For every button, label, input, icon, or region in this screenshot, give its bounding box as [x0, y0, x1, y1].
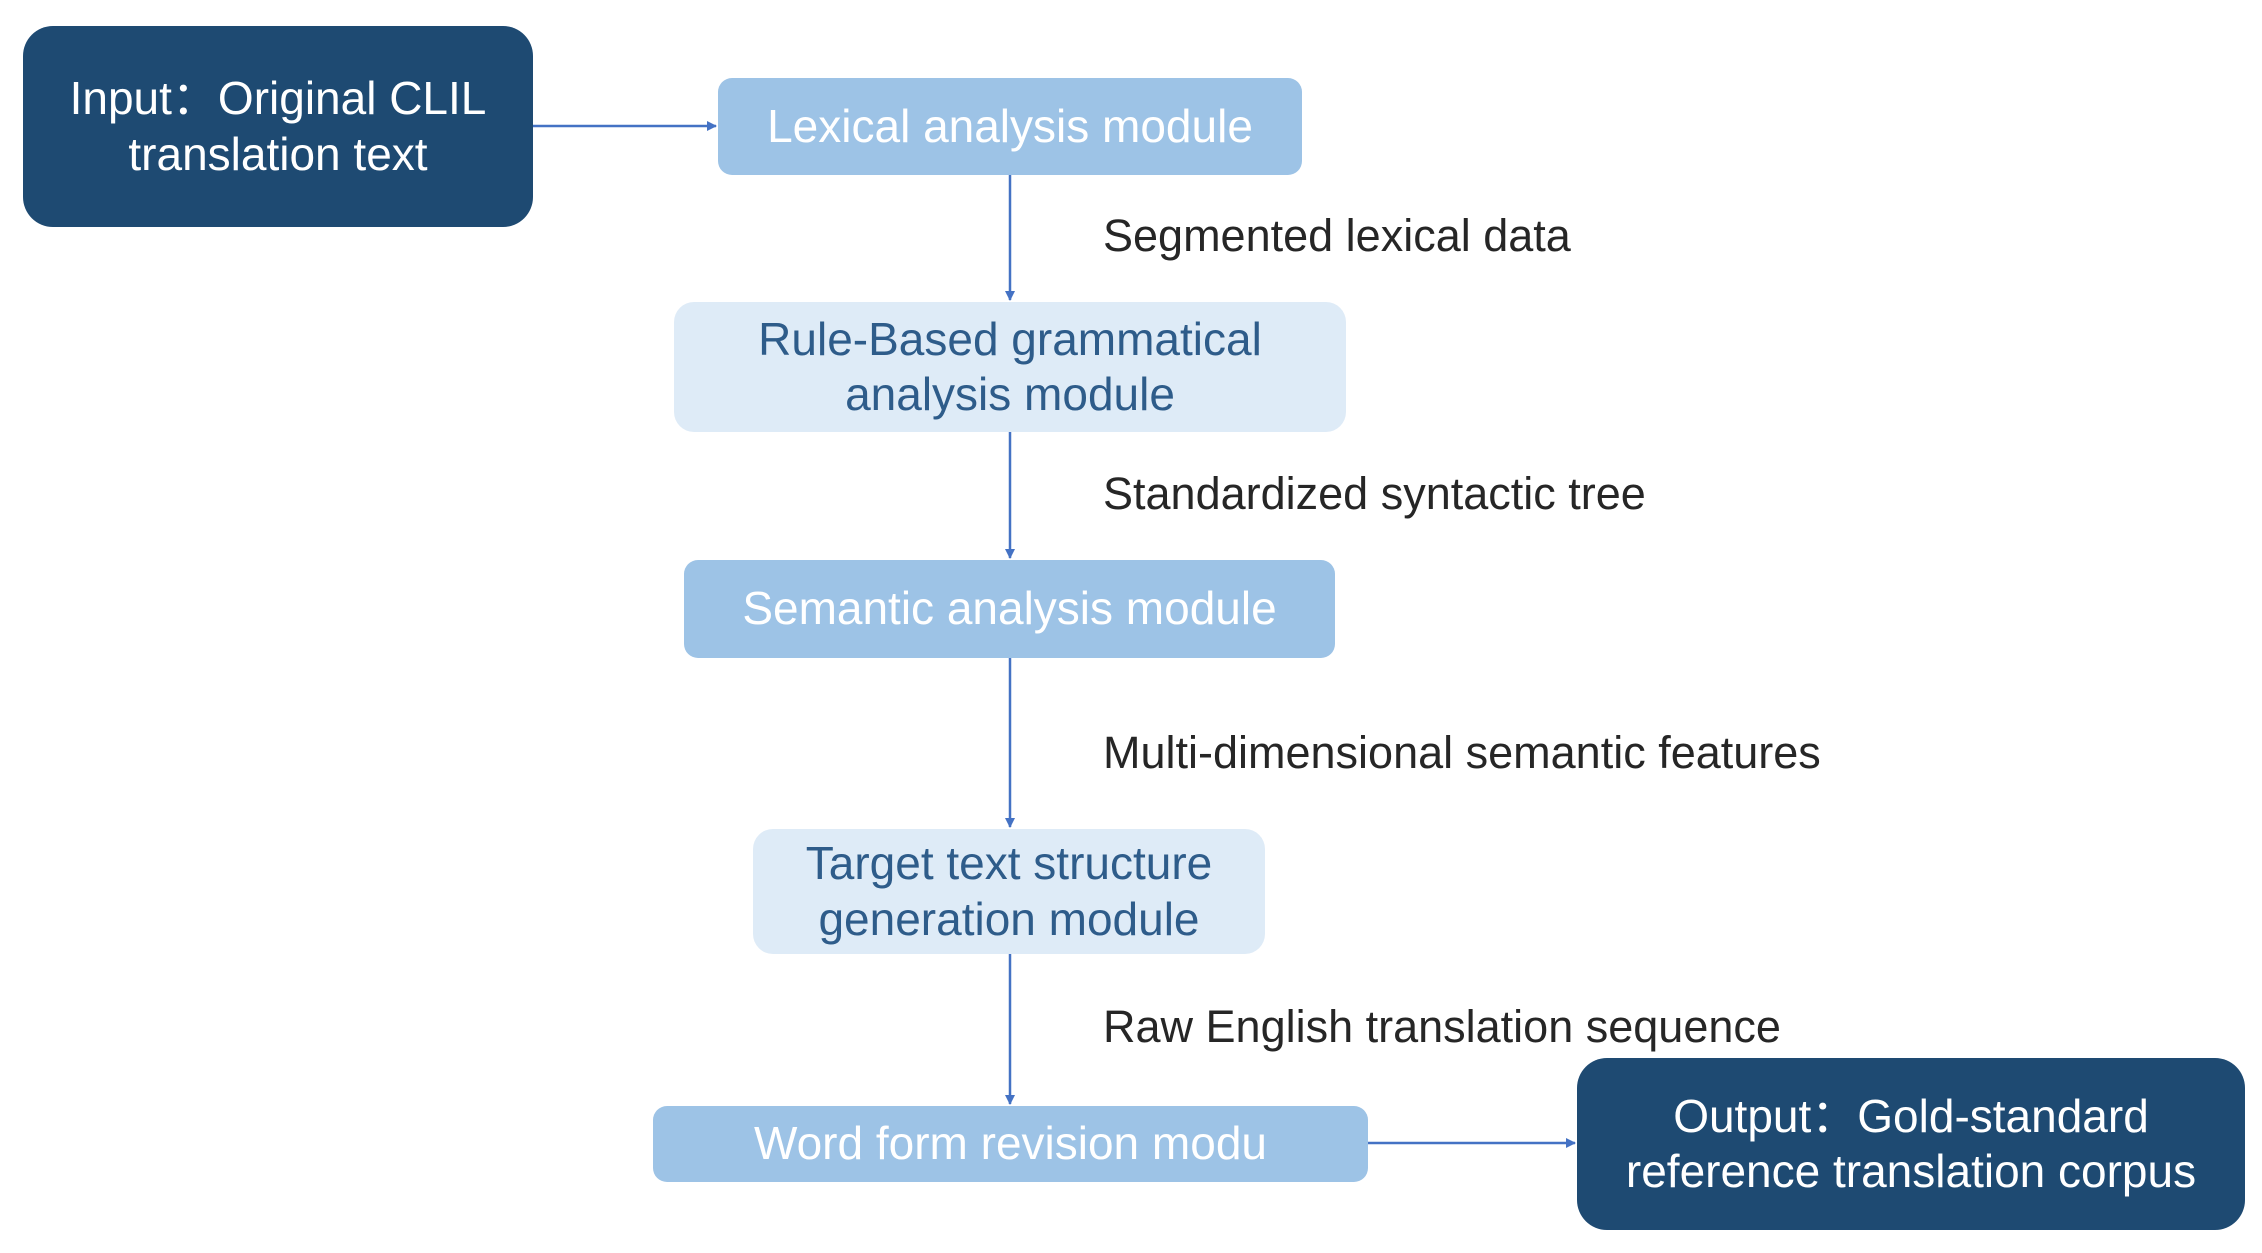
- input-node-line2: translation text: [128, 127, 428, 180]
- edge-label-segmented-lexical-data: Segmented lexical data: [1103, 210, 1571, 261]
- word-form-revision-label: Word form revision modu: [754, 1117, 1267, 1170]
- output-node: Output：Gold-standard reference translati…: [1577, 1058, 2245, 1230]
- word-form-revision-node: Word form revision modu: [653, 1106, 1368, 1182]
- input-node: Input：Original CLIL translation text: [23, 26, 533, 227]
- grammatical-analysis-node: Rule-Based grammatical analysis module: [674, 302, 1346, 432]
- grammatical-analysis-line2: analysis module: [845, 368, 1175, 420]
- target-structure-line1: Target text structure: [805, 837, 1213, 890]
- target-structure-line2: generation module: [818, 892, 1200, 945]
- lexical-analysis-label: Lexical analysis module: [767, 99, 1253, 152]
- output-node-line2: reference translation corpus: [1625, 1145, 2197, 1197]
- semantic-analysis-label: Semantic analysis module: [742, 582, 1277, 635]
- edge-label-raw-english-translation-sequence: Raw English translation sequence: [1103, 1001, 1781, 1052]
- edge-label-multi-dimensional-semantic-features: Multi-dimensional semantic features: [1103, 727, 1821, 778]
- input-node-line1: Input：Original CLIL: [69, 72, 487, 125]
- grammatical-analysis-line1: Rule-Based grammatical: [758, 312, 1262, 365]
- lexical-analysis-node: Lexical analysis module: [718, 78, 1302, 175]
- edge-label-standardized-syntactic-tree: Standardized syntactic tree: [1103, 468, 1646, 519]
- semantic-analysis-node: Semantic analysis module: [684, 560, 1335, 658]
- output-node-line1: Output：Gold-standard: [1673, 1089, 2149, 1142]
- target-structure-node: Target text structure generation module: [753, 829, 1265, 954]
